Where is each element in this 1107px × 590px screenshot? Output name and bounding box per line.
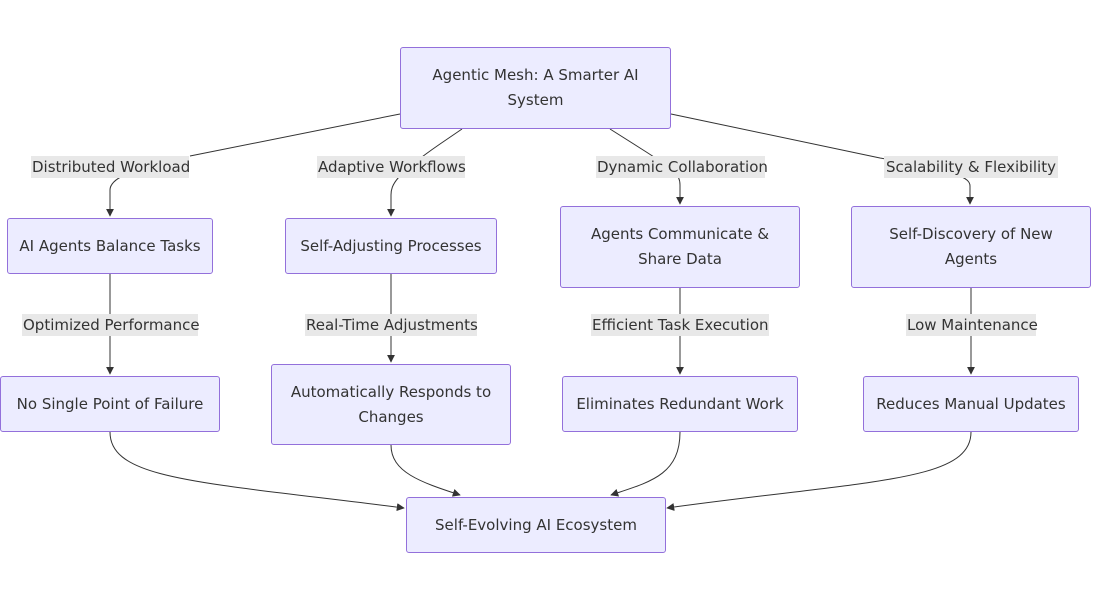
outcome-node-2: Automatically Responds to Changes	[271, 364, 511, 445]
branch-node-4-label: Self-Discovery of New Agents	[889, 225, 1053, 268]
final-node-label: Self-Evolving AI Ecosystem	[435, 515, 637, 534]
edge-root-to-branch-2	[391, 128, 463, 216]
branch-node-1-label: AI Agents Balance Tasks	[19, 236, 201, 255]
outcome-node-3-label: Eliminates Redundant Work	[576, 394, 784, 413]
edge-label-outcome-3: Efficient Task Execution	[591, 314, 769, 336]
root-node: Agentic Mesh: A Smarter AI System	[400, 47, 671, 129]
branch-node-2: Self-Adjusting Processes	[285, 218, 497, 274]
outcome-node-3: Eliminates Redundant Work	[562, 376, 798, 432]
edge-label-outcome-2: Real-Time Adjustments	[305, 314, 478, 336]
edge-label-branch-4: Scalability & Flexibility	[884, 156, 1058, 178]
outcome-node-4-label: Reduces Manual Updates	[876, 394, 1066, 413]
edge-outcome-3-to-final	[610, 431, 681, 497]
edge-outcome-4-to-final	[666, 431, 972, 511]
edge-label-branch-2: Adaptive Workflows	[317, 156, 466, 178]
edge-label-outcome-4: Low Maintenance	[906, 314, 1038, 336]
edge-outcome-2-to-final	[390, 444, 461, 497]
edge-outcome-1-to-final	[109, 431, 405, 512]
branch-node-4: Self-Discovery of New Agents	[851, 206, 1091, 288]
outcome-node-1: No Single Point of Failure	[0, 376, 220, 432]
final-node: Self-Evolving AI Ecosystem	[406, 497, 666, 553]
edge-label-outcome-1: Optimized Performance	[22, 314, 200, 336]
branch-node-3: Agents Communicate & Share Data	[560, 206, 800, 288]
root-node-label: Agentic Mesh: A Smarter AI System	[432, 66, 639, 109]
edge-label-branch-1: Distributed Workload	[31, 156, 191, 178]
branch-node-1: AI Agents Balance Tasks	[7, 218, 213, 274]
outcome-node-4: Reduces Manual Updates	[863, 376, 1079, 432]
branch-node-2-label: Self-Adjusting Processes	[300, 236, 482, 255]
outcome-node-1-label: No Single Point of Failure	[16, 394, 204, 413]
branch-node-3-label: Agents Communicate & Share Data	[590, 225, 770, 268]
outcome-node-2-label: Automatically Responds to Changes	[290, 382, 492, 426]
edge-label-branch-3: Dynamic Collaboration	[596, 156, 768, 178]
